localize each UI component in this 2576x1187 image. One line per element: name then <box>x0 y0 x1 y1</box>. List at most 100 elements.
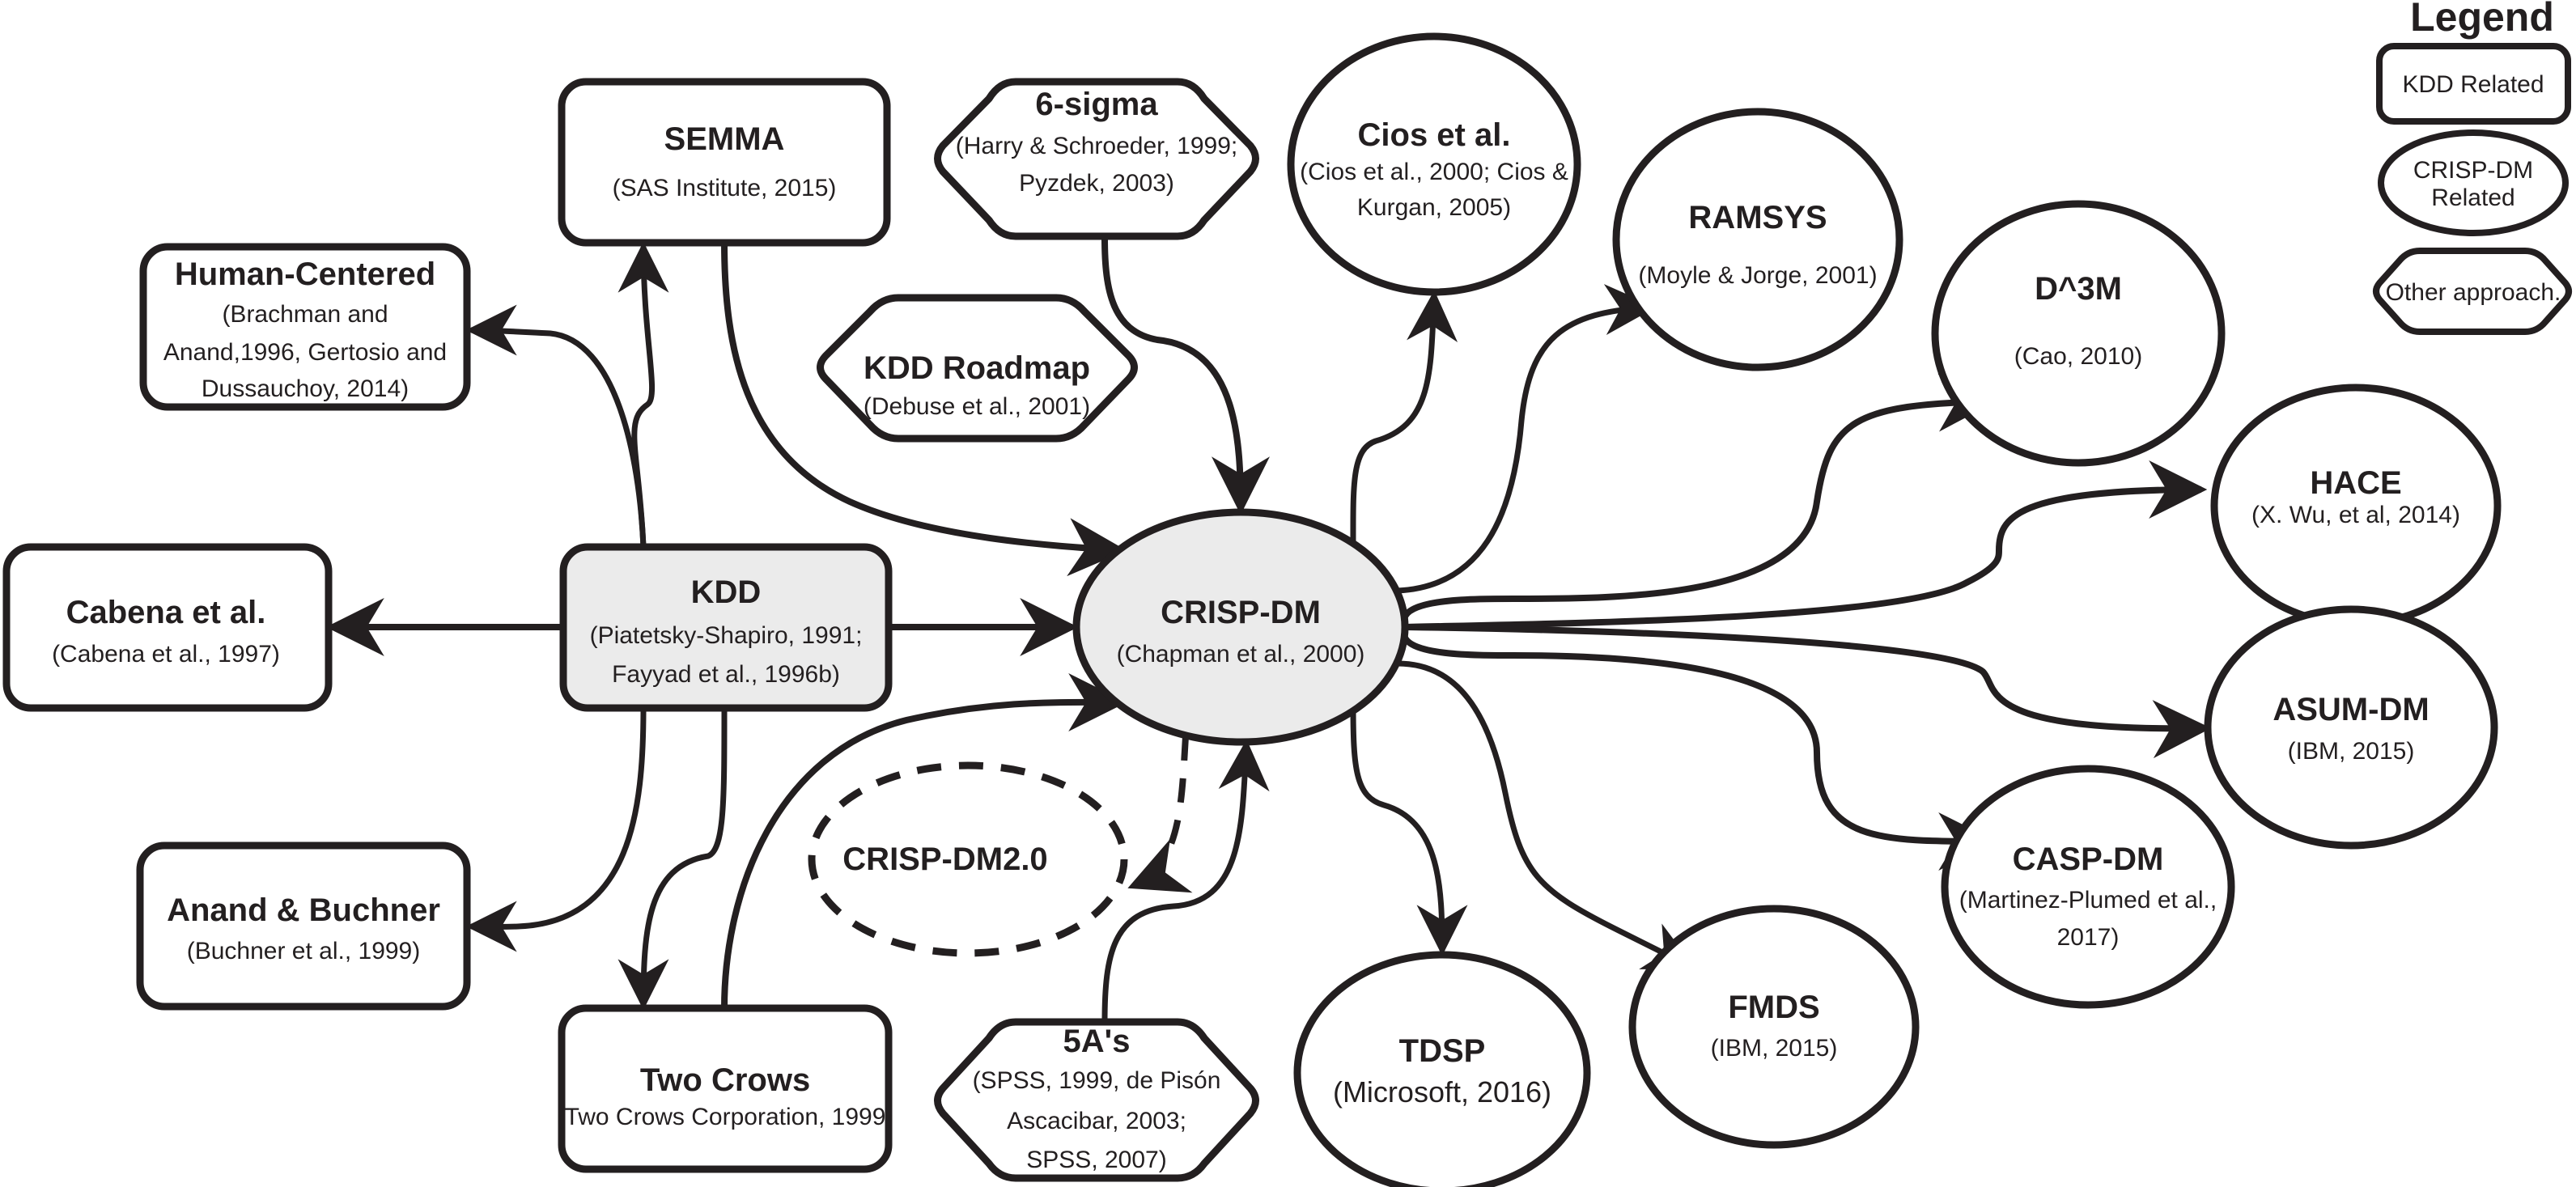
node-human-centered-cite-3: Dussauchoy, 2014) <box>202 375 409 402</box>
legend-crisp-dm-related-label-1: CRISP-DM <box>2413 157 2533 184</box>
node-casp-dm-title: CASP-DM <box>2013 841 2164 877</box>
node-hace[interactable]: HACE (X. Wu, et al, 2014) <box>2210 384 2502 628</box>
edge-kdd-to-anand <box>465 707 647 952</box>
node-human-centered[interactable]: Human-Centered (Brachman and Anand,1996,… <box>139 243 471 411</box>
node-fmds-shape <box>1628 905 1920 1149</box>
edge-twocrows-to-crisp <box>721 672 1127 1009</box>
node-semma-cite: (SAS Institute, 2015) <box>613 175 837 201</box>
node-cabena[interactable]: Cabena et al. (Cabena et al., 1997) <box>2 543 333 712</box>
node-five-as-title: 5A's <box>1063 1024 1131 1059</box>
node-crisp-dm-cite: (Chapman et al., 2000) <box>1117 641 1365 668</box>
node-fmds[interactable]: FMDS (IBM, 2015) <box>1628 905 1920 1149</box>
edge-crisp-to-cios <box>1350 290 1458 551</box>
node-tdsp-title: TDSP <box>1399 1033 1486 1069</box>
node-five-as-cite-3: SPSS, 2007) <box>1026 1147 1166 1173</box>
node-anand-buchner-shape <box>136 841 471 1011</box>
node-six-sigma-title: 6-sigma <box>1035 87 1158 122</box>
node-semma-title: SEMMA <box>664 121 785 157</box>
node-ramsys-cite: (Moyle & Jorge, 2001) <box>1638 262 1877 289</box>
node-six-sigma[interactable]: 6-sigma (Harry & Schroeder, 1999; Pyzdek… <box>934 78 1259 240</box>
node-kdd-roadmap-title: KDD Roadmap <box>864 350 1090 386</box>
edge-fiveas-to-crisp <box>1101 739 1270 1023</box>
node-five-as[interactable]: 5A's (SPSS, 1999, de Pisón Ascacibar, 20… <box>934 1018 1259 1182</box>
edge-semma-to-crisp <box>721 242 1127 577</box>
node-crisp-dm2[interactable]: CRISP-DM2.0 <box>808 761 1128 957</box>
node-kdd-cite-1: (Piatetsky-Shapiro, 1991; <box>590 622 863 649</box>
node-tdsp-cite: (Microsoft, 2016) <box>1333 1075 1551 1109</box>
node-kdd-roadmap-cite: (Debuse et al., 2001) <box>864 393 1090 420</box>
node-human-centered-title: Human-Centered <box>175 256 435 292</box>
node-casp-dm-shape <box>1941 765 2235 1009</box>
node-cabena-title: Cabena et al. <box>66 595 266 630</box>
legend-item-other-approach: Other approach. <box>2373 248 2572 335</box>
edge-kdd-to-semma <box>617 241 669 548</box>
node-fmds-cite: (IBM, 2015) <box>1711 1035 1838 1062</box>
node-semma-shape <box>558 78 891 247</box>
node-kdd-roadmap-shape <box>817 294 1138 443</box>
node-six-sigma-shape <box>934 78 1259 240</box>
node-casp-dm[interactable]: CASP-DM (Martinez-Plumed et al., 2017) <box>1941 765 2235 1009</box>
legend-kdd-related-label: KDD Related <box>2402 71 2544 98</box>
node-d3m-shape <box>1931 200 2226 467</box>
edge-crisp-to-asum <box>1405 624 2212 759</box>
legend-other-approach-label: Other approach. <box>2386 279 2561 306</box>
legend-crisp-dm-related-label-2: Related <box>2431 184 2514 211</box>
node-asum-dm-title: ASUM-DM <box>2273 692 2429 727</box>
node-two-crows[interactable]: Two Crows (Two Crows Corporation, 1999) <box>557 1004 894 1173</box>
node-ramsys-title: RAMSYS <box>1688 200 1827 235</box>
node-six-sigma-cite-2: Pyzdek, 2003) <box>1019 170 1174 197</box>
node-tdsp[interactable]: TDSP (Microsoft, 2016) <box>1293 951 1591 1187</box>
edge-crisp-to-ramsys <box>1397 284 1657 594</box>
edge-crisp-to-fmds <box>1397 660 1696 970</box>
node-kdd-title: KDD <box>691 574 762 610</box>
node-five-as-cite-1: (SPSS, 1999, de Pisón <box>973 1067 1221 1094</box>
edge-crisp-to-tdsp <box>1350 703 1468 956</box>
node-ramsys-shape <box>1612 108 1903 371</box>
node-asum-dm-cite: (IBM, 2015) <box>2288 738 2415 765</box>
node-anand-buchner[interactable]: Anand & Buchner (Buchner et al., 1999) <box>136 841 471 1011</box>
edge-kdd-to-human <box>465 304 647 548</box>
legend-item-kdd-related: KDD Related <box>2376 43 2571 125</box>
node-ramsys[interactable]: RAMSYS (Moyle & Jorge, 2001) <box>1612 108 1903 371</box>
legend-kdd-related-swatch <box>2376 43 2571 125</box>
node-tdsp-shape <box>1293 951 1591 1187</box>
node-five-as-cite-2: Ascacibar, 2003; <box>1007 1108 1186 1134</box>
node-crisp-dm-title: CRISP-DM <box>1161 595 1321 630</box>
node-fmds-title: FMDS <box>1728 990 1819 1025</box>
legend-title: Legend <box>2410 0 2554 40</box>
node-kdd[interactable]: KDD (Piatetsky-Shapiro, 1991; Fayyad et … <box>559 543 893 712</box>
edge-crisp-to-crisp2 <box>1127 736 1193 893</box>
node-cabena-shape <box>2 543 333 712</box>
node-human-centered-cite-2: Anand,1996, Gertosio and <box>163 339 447 366</box>
edge-crisp-to-d3m <box>1401 373 1997 621</box>
node-semma[interactable]: SEMMA (SAS Institute, 2015) <box>558 78 891 247</box>
node-human-centered-cite-1: (Brachman and <box>222 301 388 328</box>
node-crisp-dm[interactable]: CRISP-DM (Chapman et al., 2000) <box>1072 508 1409 746</box>
node-d3m-title: D^3M <box>2035 271 2122 307</box>
node-six-sigma-cite-1: (Harry & Schroeder, 1999; <box>956 133 1238 159</box>
legend-item-crisp-dm-related: CRISP-DM Related <box>2378 129 2569 236</box>
legend: Legend KDD Related CRISP-DM Related Othe… <box>2373 0 2572 335</box>
node-anand-buchner-cite: (Buchner et al., 1999) <box>187 938 421 964</box>
node-crisp-dm2-title: CRISP-DM2.0 <box>842 841 1047 877</box>
node-crisp-dm-shape <box>1072 508 1409 746</box>
node-kdd-cite-2: Fayyad et al., 1996b) <box>612 661 840 688</box>
node-two-crows-shape <box>558 1004 893 1173</box>
node-asum-dm[interactable]: ASUM-DM (IBM, 2015) <box>2204 605 2498 850</box>
node-asum-dm-shape <box>2204 605 2498 850</box>
edge-sixsigma-to-crisp <box>1101 237 1270 515</box>
node-two-crows-title: Two Crows <box>640 1062 810 1098</box>
node-cios-cite-1: (Cios et al., 2000; Cios & <box>1300 159 1568 185</box>
node-cios[interactable]: Cios et al. (Cios et al., 2000; Cios & K… <box>1287 32 1581 296</box>
node-kdd-roadmap[interactable]: KDD Roadmap (Debuse et al., 2001) <box>817 294 1138 443</box>
legend-other-approach-swatch <box>2373 248 2572 335</box>
node-five-as-shape <box>934 1018 1259 1182</box>
node-cabena-cite: (Cabena et al., 1997) <box>52 641 280 668</box>
node-d3m[interactable]: D^3M (Cao, 2010) <box>1931 200 2226 467</box>
edges <box>325 237 2212 1023</box>
node-hace-title: HACE <box>2310 465 2401 501</box>
legend-crisp-dm-related-swatch <box>2378 129 2569 236</box>
node-human-centered-shape <box>139 243 471 411</box>
node-cios-shape <box>1287 32 1581 296</box>
